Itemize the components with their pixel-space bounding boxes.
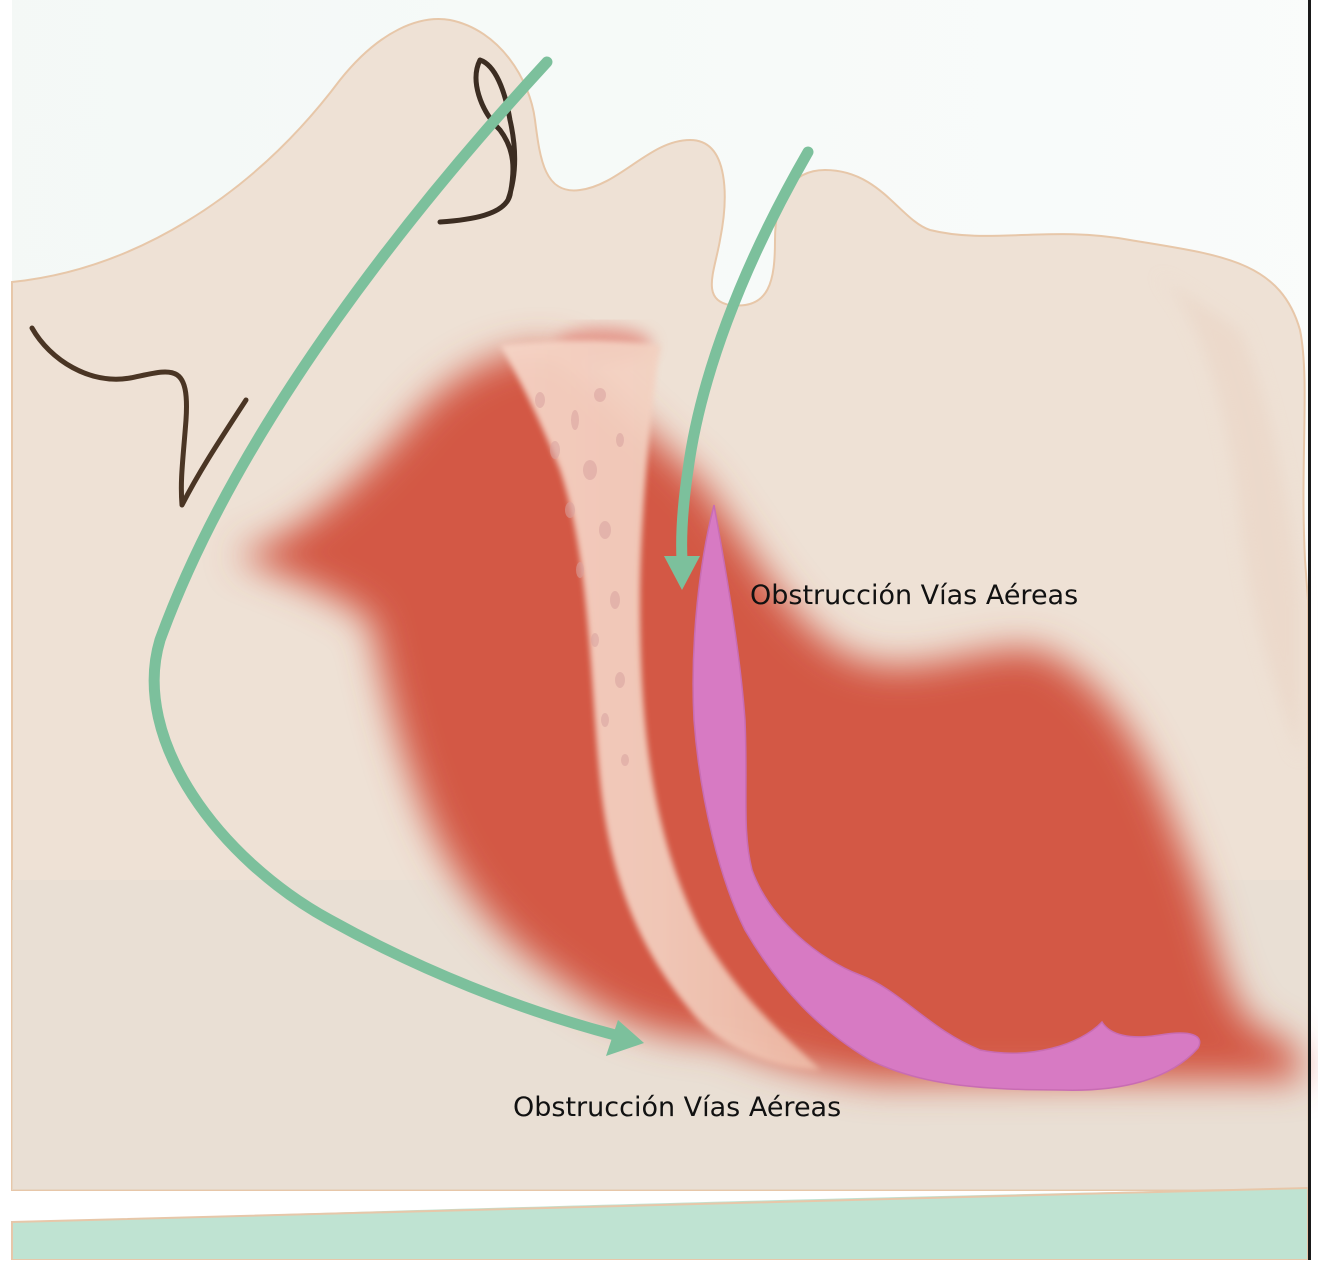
frame-border <box>1308 0 1311 1260</box>
label-lower-obstruction: Obstrucción Vías Aéreas <box>513 1092 841 1123</box>
label-upper-obstruction: Obstrucción Vías Aéreas <box>750 580 1078 611</box>
